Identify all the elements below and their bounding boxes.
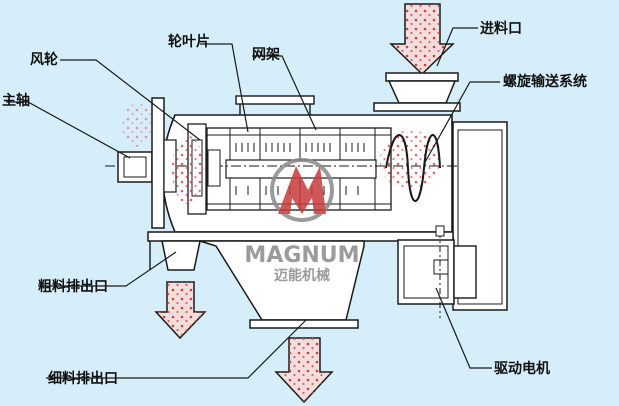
magnum-logo-watermark: MAGNUM 迈能机械 [244, 158, 360, 284]
label-screen-frame: 网架 [252, 46, 280, 63]
material-particles [122, 103, 440, 204]
leader-lines [6, 27, 500, 379]
watermark-brand: MAGNUM [244, 243, 359, 268]
label-main-shaft: 主轴 [2, 92, 30, 109]
coarse-outlet [154, 240, 207, 340]
feed-inlet-arrow [389, 3, 455, 76]
drive-motor [397, 225, 477, 318]
label-fan-wheel: 风轮 [30, 51, 58, 68]
label-screw-conveyor: 螺旋输送系统 [503, 73, 587, 90]
label-fine-outlet: 细料排出口 [48, 370, 118, 387]
base-frame [147, 231, 454, 329]
label-feed-inlet: 进料口 [480, 20, 522, 37]
fine-outlet-arrow [274, 337, 334, 404]
label-blade: 轮叶片 [168, 33, 210, 50]
screw-conveyor [385, 134, 441, 202]
watermark-brand-cn: 迈能机械 [274, 267, 330, 284]
feed-hopper [373, 72, 461, 112]
label-coarse-outlet: 粗料排出口 [38, 278, 108, 295]
label-drive-motor: 驱动电机 [494, 360, 550, 377]
